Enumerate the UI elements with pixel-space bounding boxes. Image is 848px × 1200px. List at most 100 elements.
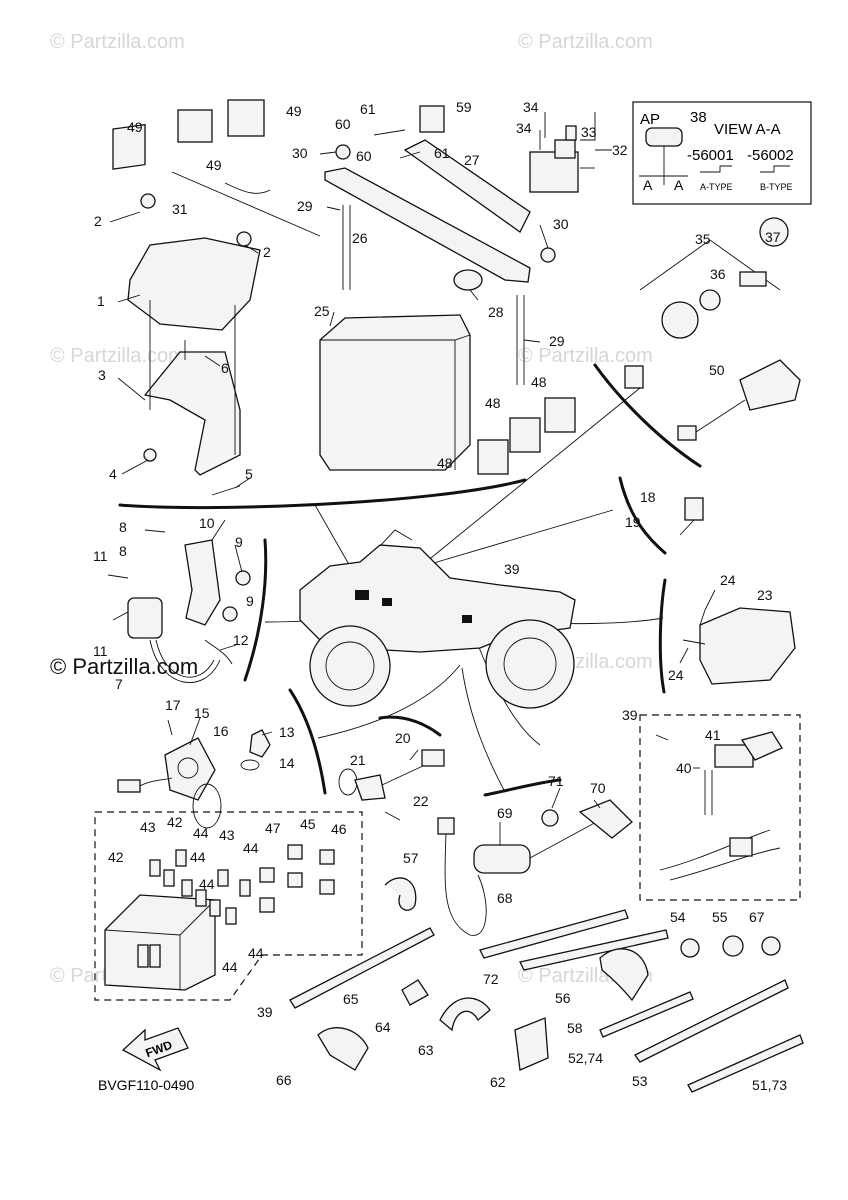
- callout-33: 33: [581, 124, 597, 140]
- callout-56: 56: [555, 990, 571, 1006]
- callout-61: 61: [434, 145, 450, 161]
- callout-46: 46: [331, 821, 347, 837]
- callout-39: 39: [622, 707, 638, 723]
- main-switch-group: [624, 217, 801, 441]
- atv-illustration: [299, 529, 576, 709]
- view-box-section-right: A: [674, 177, 684, 193]
- callout-18: 18: [640, 489, 656, 505]
- callout-12: 12: [233, 632, 249, 648]
- callout-55: 55: [712, 909, 728, 925]
- callout-62: 62: [490, 1074, 506, 1090]
- callout-7: 7: [115, 676, 123, 692]
- callout-37: 37: [765, 229, 781, 245]
- callout-16: 16: [213, 723, 229, 739]
- view-box-section-left: A: [643, 177, 653, 193]
- callout-69: 69: [497, 805, 513, 821]
- view-box-type-a: A-TYPE: [700, 182, 733, 192]
- callout-14: 14: [279, 755, 295, 771]
- rectifier-group: [679, 497, 796, 685]
- callout-63: 63: [418, 1042, 434, 1058]
- callout-23: 23: [757, 587, 773, 603]
- callout-20: 20: [395, 730, 411, 746]
- watermark-top-right: © Partzilla.com: [518, 31, 653, 53]
- callout-5: 5: [245, 466, 253, 482]
- callout-39: 39: [257, 1004, 273, 1020]
- callout-11: 11: [93, 548, 108, 564]
- callout-28: 28: [488, 304, 504, 320]
- callout-44: 44: [199, 876, 215, 892]
- callout-51-73: 51,73: [752, 1077, 787, 1093]
- callout-59: 59: [456, 99, 472, 115]
- callout-39: 39: [504, 561, 520, 577]
- callout-30: 30: [292, 145, 308, 161]
- callout-67: 67: [749, 909, 765, 925]
- callout-48: 48: [485, 395, 501, 411]
- callout-34: 34: [516, 120, 532, 136]
- callout-40: 40: [676, 760, 692, 776]
- callout-11: 11: [93, 643, 108, 659]
- callout-48: 48: [531, 374, 547, 390]
- callout-26: 26: [352, 230, 368, 246]
- harness-detail-box: [639, 714, 801, 901]
- callout-8: 8: [119, 543, 127, 559]
- diagram-code: BVGF110-0490: [98, 1077, 194, 1093]
- callout-2: 2: [263, 244, 271, 260]
- fuse-box-group: [94, 811, 363, 1001]
- callout-13: 13: [279, 724, 295, 740]
- callout-61: 61: [360, 101, 376, 117]
- callout-49: 49: [286, 103, 302, 119]
- callout-52-74: 52,74: [568, 1050, 603, 1066]
- watermark-top-left: © Partzilla.com: [50, 31, 185, 53]
- callout-24: 24: [720, 572, 736, 588]
- callout-53: 53: [632, 1073, 648, 1089]
- callout-65: 65: [343, 991, 359, 1007]
- callout-43: 43: [219, 827, 235, 843]
- callout-21: 21: [350, 752, 366, 768]
- callout-24: 24: [668, 667, 684, 683]
- relay-group: [477, 112, 579, 475]
- callout-2: 2: [94, 213, 102, 229]
- speed-sensor-group: [338, 749, 445, 821]
- watermark-mid-left: © Partzilla.com: [50, 654, 198, 679]
- callout-34: 34: [523, 99, 539, 115]
- callout-49: 49: [127, 119, 143, 135]
- callout-48: 48: [437, 455, 453, 471]
- watermark-right: © Partzilla.com: [518, 345, 653, 367]
- callout-42: 42: [167, 814, 183, 830]
- callout-8: 8: [119, 519, 127, 535]
- neutral-switch-group: [117, 729, 271, 829]
- callout-30: 30: [553, 216, 569, 232]
- callout-10: 10: [199, 515, 215, 531]
- callout-54: 54: [670, 909, 686, 925]
- callout-44: 44: [248, 945, 264, 961]
- callout-44: 44: [190, 849, 206, 865]
- callout-6: 6: [221, 360, 229, 376]
- callout-1: 1: [97, 293, 105, 309]
- battery-group: [319, 105, 556, 471]
- callout-66: 66: [276, 1072, 292, 1088]
- callout-27: 27: [464, 152, 480, 168]
- clamps-and-ties-group: [289, 877, 804, 1093]
- view-box-type-b: B-TYPE: [760, 182, 793, 192]
- callout-29: 29: [297, 198, 313, 214]
- callout-57: 57: [403, 850, 419, 866]
- callout-15: 15: [194, 705, 210, 721]
- callout-70: 70: [590, 780, 606, 796]
- ecu-group: [112, 99, 321, 496]
- callout-64: 64: [375, 1019, 391, 1035]
- ignition-coil-group: [127, 539, 251, 684]
- callout-17: 17: [165, 697, 181, 713]
- callout-42: 42: [108, 849, 124, 865]
- callout-43: 43: [140, 819, 156, 835]
- callout-44: 44: [193, 825, 209, 841]
- callout-35: 35: [695, 231, 711, 247]
- fwd-arrow: FWD: [121, 1027, 189, 1072]
- callout-32: 32: [612, 142, 628, 158]
- callout-44: 44: [243, 840, 259, 856]
- view-box-code-b: -56002: [747, 147, 794, 164]
- callout-71: 71: [548, 773, 564, 789]
- view-box-header-left: AP: [640, 111, 660, 128]
- callout-68: 68: [497, 890, 513, 906]
- callout-60: 60: [335, 116, 351, 132]
